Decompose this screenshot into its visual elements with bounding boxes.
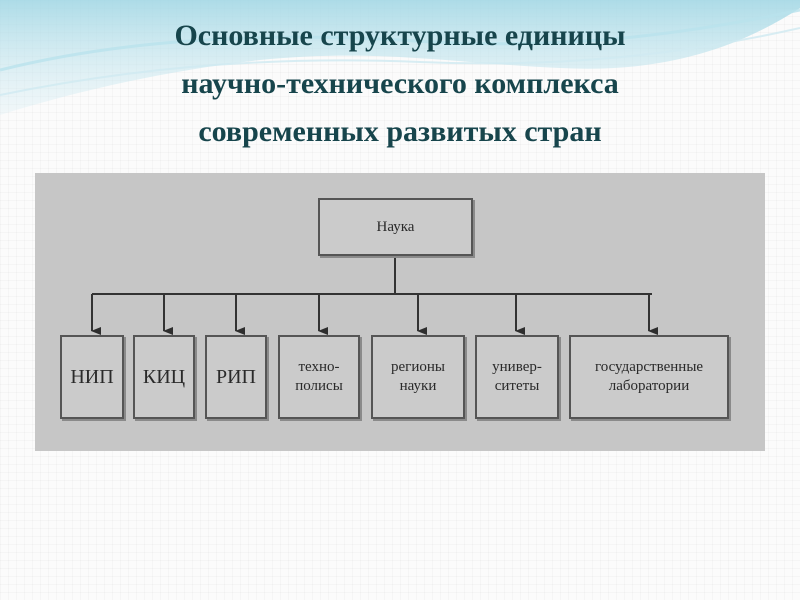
title-line: научно-технического комплекса — [181, 67, 619, 100]
title-line: современных развитых стран — [198, 115, 602, 148]
node-kic: КИЦ — [133, 335, 195, 419]
title-line: Основные структурные единицы — [174, 19, 626, 52]
decorative-wave — [0, 0, 800, 115]
node-label: Наука — [376, 218, 415, 235]
node-label: РИП — [215, 365, 256, 388]
diagram-panel: Наука НИП КИЦ РИП техно- полисы регионы … — [35, 173, 765, 451]
node-universitety: универ- ситеты — [475, 335, 559, 419]
node-label: государственные — [594, 359, 704, 375]
node-label: НИП — [70, 365, 114, 388]
node-label: техно- — [298, 359, 340, 375]
node-label: полисы — [295, 378, 343, 394]
node-nip: НИП — [60, 335, 124, 419]
node-technopolisy: техно- полисы — [278, 335, 360, 419]
node-nauka: Наука — [318, 198, 473, 256]
node-label: КИЦ — [142, 365, 186, 388]
node-rip: РИП — [205, 335, 267, 419]
node-label: науки — [399, 378, 437, 394]
slide-title: Основные структурные единицы научно-техн… — [60, 12, 740, 156]
node-label: ситеты — [494, 378, 540, 394]
node-regiony-nauki: регионы науки — [371, 335, 465, 419]
node-label: регионы — [391, 359, 445, 375]
node-label: универ- — [492, 359, 542, 375]
connector-lines — [91, 256, 658, 335]
node-label: лаборатории — [608, 378, 690, 394]
node-gos-laboratorii: государственные лаборатории — [569, 335, 729, 419]
